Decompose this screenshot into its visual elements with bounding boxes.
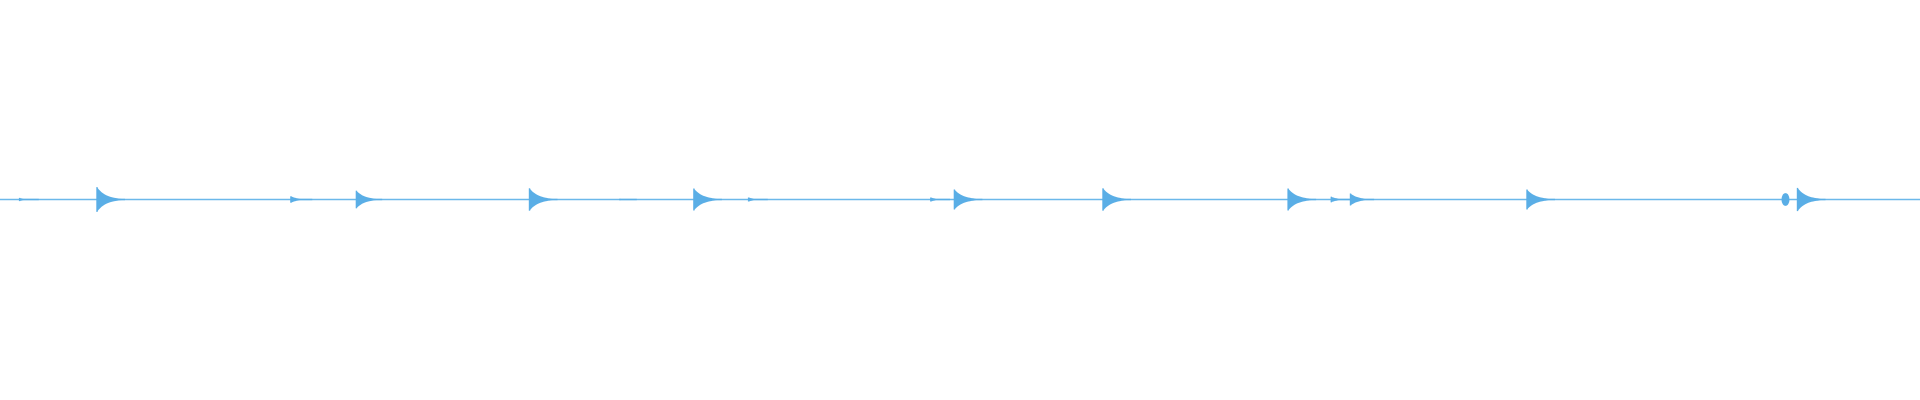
waveform-peak-15: [1527, 189, 1555, 210]
waveform-peak-8: [748, 197, 768, 202]
waveform-peak-17: [1797, 187, 1826, 212]
waveform-peak-12: [1288, 188, 1317, 211]
waveform-peak-7: [693, 188, 722, 211]
waveform-peak-9: [930, 197, 950, 202]
waveform-peak-10: [954, 189, 983, 210]
waveform-peak-1: [19, 197, 39, 202]
waveform-peak-3: [290, 196, 313, 203]
waveform-peaks: [18, 187, 1826, 212]
waveform-peak-13: [1331, 196, 1351, 203]
waveform-peak-11: [1103, 188, 1131, 211]
waveform-peak-4: [356, 190, 383, 209]
waveform-peak-14: [1350, 193, 1375, 206]
waveform-peak-6: [619, 198, 637, 201]
waveform-peak-16: [1781, 193, 1790, 206]
waveform-peak-2: [97, 187, 125, 212]
waveform-peak-5: [529, 188, 558, 211]
